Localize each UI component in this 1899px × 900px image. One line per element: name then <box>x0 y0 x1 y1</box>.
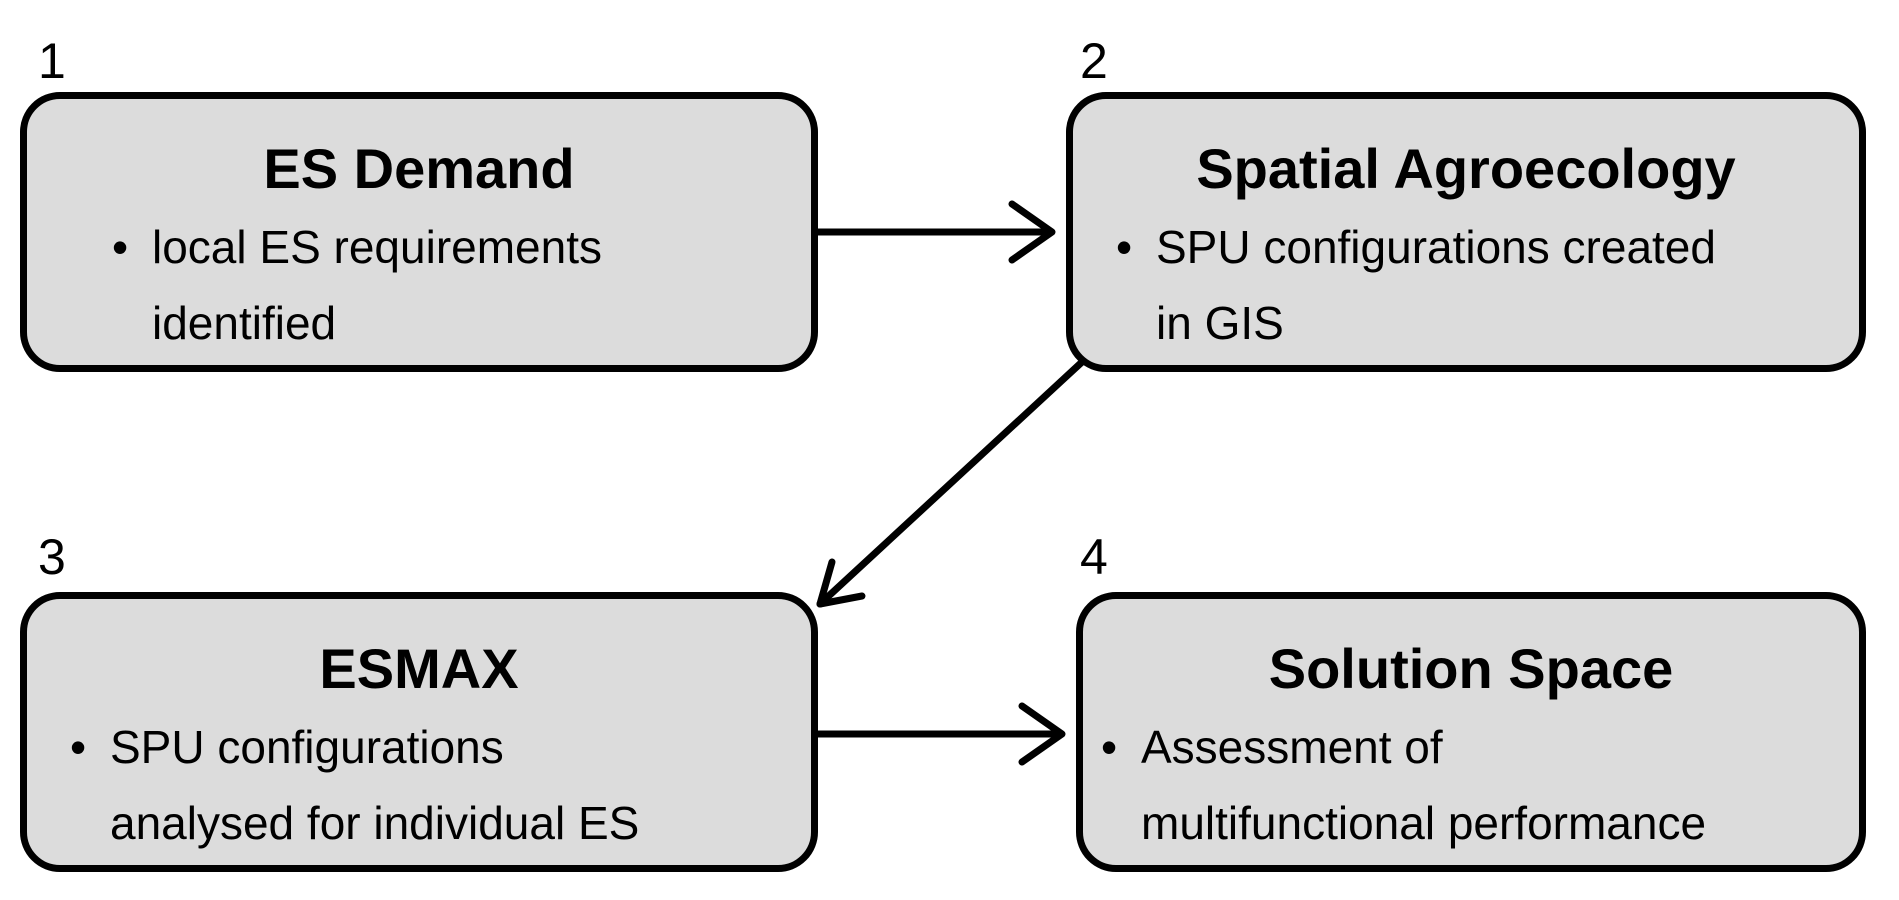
bullet-dot: • <box>1101 721 1118 773</box>
bullet-line: in GIS <box>1156 297 1284 349</box>
step-bullet-esmax: • SPU configurations analysed for indivi… <box>70 709 639 861</box>
step-title-spatial-agroecology: Spatial Agroecology <box>1196 137 1736 200</box>
bullet-line: multifunctional performance <box>1141 797 1707 849</box>
step-title-solution-space: Solution Space <box>1268 637 1674 700</box>
bullet-dot: • <box>70 721 87 773</box>
bullet-line: SPU configurations <box>110 721 504 773</box>
arrow-3-to-4 <box>814 702 1066 766</box>
step-box-es-demand: ES Demand • local ES requirements identi… <box>20 92 818 372</box>
step-number-1: 1 <box>38 33 66 89</box>
bullet-line: local ES requirements <box>152 221 602 273</box>
step-bullet-spatial-agroecology: • SPU configurations created in GIS <box>1116 209 1716 361</box>
arrow-1-to-2 <box>814 200 1056 264</box>
step-number-2: 2 <box>1080 33 1108 89</box>
bullet-dot: • <box>1116 221 1133 273</box>
step-number-4: 4 <box>1080 529 1108 585</box>
bullet-dot: • <box>112 221 129 273</box>
step-number-3: 3 <box>38 529 66 585</box>
arrow-2-to-3 <box>816 358 1086 608</box>
bullet-line: SPU configurations created <box>1156 221 1716 273</box>
bullet-line: identified <box>152 297 337 349</box>
step-box-spatial-agroecology: Spatial Agroecology • SPU configurations… <box>1066 92 1866 372</box>
step-title-esmax: ESMAX <box>319 637 519 700</box>
step-title-es-demand: ES Demand <box>263 137 575 200</box>
step-bullet-solution-space: • Assessment of multifunctional performa… <box>1101 709 1706 861</box>
bullet-line: analysed for individual ES <box>110 797 640 849</box>
step-box-solution-space: Solution Space • Assessment of multifunc… <box>1076 592 1866 872</box>
step-bullet-es-demand: • local ES requirements identified <box>112 209 602 361</box>
bullet-line: Assessment of <box>1141 721 1443 773</box>
step-box-esmax: ESMAX • SPU configurations analysed for … <box>20 592 818 872</box>
